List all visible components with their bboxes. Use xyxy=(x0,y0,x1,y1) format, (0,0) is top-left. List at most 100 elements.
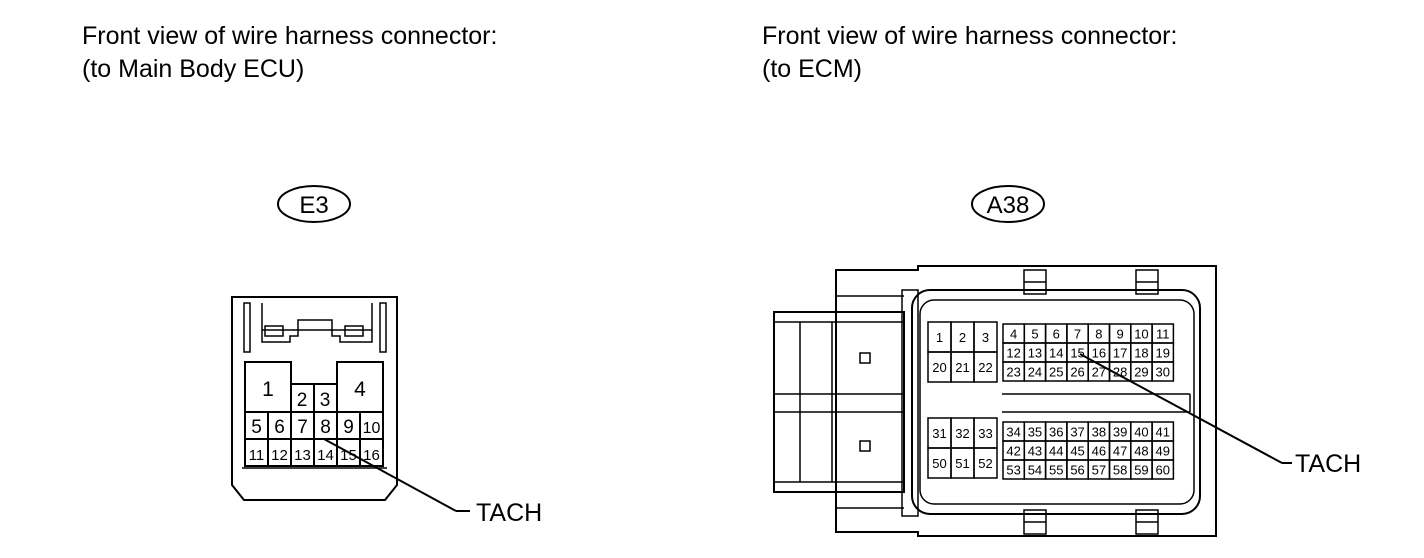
connector-e3 xyxy=(231,185,398,501)
pin-number: 20 xyxy=(932,360,946,375)
pin-number: 11 xyxy=(249,447,265,464)
pin-number: 12 xyxy=(1006,346,1020,361)
connector-code-label: E3 xyxy=(299,192,328,219)
rear-flange xyxy=(773,311,905,493)
callout-leader-line xyxy=(323,438,457,512)
pin-number: 17 xyxy=(1113,346,1127,361)
pin-number: 4 xyxy=(1010,327,1017,342)
pin-number: 57 xyxy=(1092,463,1106,478)
pin-cavity xyxy=(973,447,998,479)
callout-label-tach: TACH xyxy=(1295,450,1361,478)
pin-number: 4 xyxy=(354,378,366,401)
pin-number: 29 xyxy=(1134,365,1148,380)
pin-number: 28 xyxy=(1113,365,1127,380)
pin-number: 9 xyxy=(1117,327,1124,342)
pin-number: 33 xyxy=(978,426,992,441)
pin-number: 16 xyxy=(363,447,380,464)
pin-number: 6 xyxy=(1053,327,1060,342)
connector-a38 xyxy=(773,185,1217,537)
pin-number: 48 xyxy=(1134,444,1148,459)
pin-number: 22 xyxy=(978,360,992,375)
pin-number: 14 xyxy=(317,447,334,464)
pin-number: 31 xyxy=(932,426,946,441)
pin-number: 10 xyxy=(1134,327,1148,342)
pin-number: 3 xyxy=(320,390,331,411)
pin-number: 44 xyxy=(1049,444,1063,459)
pin-number: 54 xyxy=(1028,463,1042,478)
pin-number: 7 xyxy=(297,417,308,438)
pin-number: 19 xyxy=(1156,346,1170,361)
callout-label-tach: TACH xyxy=(476,499,542,527)
pin-number: 37 xyxy=(1070,425,1084,440)
pin-number: 43 xyxy=(1028,444,1042,459)
pin-number: 25 xyxy=(1049,365,1063,380)
pin-number: 23 xyxy=(1006,365,1020,380)
pin-number: 13 xyxy=(1028,346,1042,361)
pin-number: 46 xyxy=(1092,444,1106,459)
pin-number: 8 xyxy=(320,417,331,438)
pin-number: 5 xyxy=(251,417,262,438)
housing-latch xyxy=(379,302,387,353)
right-caption-title: Front view of wire harness connector: xyxy=(762,22,1178,50)
pin-number: 53 xyxy=(1006,463,1020,478)
pin-number: 56 xyxy=(1070,463,1084,478)
pin-number: 26 xyxy=(1070,365,1084,380)
pin-number: 50 xyxy=(932,456,946,471)
pin-number: 51 xyxy=(955,456,969,471)
left-caption: Front view of wire harness connector: (t… xyxy=(82,20,497,86)
pin-number: 27 xyxy=(1092,365,1106,380)
pin-number: 38 xyxy=(1092,425,1106,440)
pin-number: 7 xyxy=(1074,327,1081,342)
pin-cavity xyxy=(973,351,998,383)
pin-number: 10 xyxy=(363,420,381,437)
pin-number: 2 xyxy=(959,330,966,345)
pin-grid xyxy=(927,321,1175,480)
housing-latch xyxy=(243,302,251,353)
pin-number: 2 xyxy=(297,390,308,411)
pin-number: 47 xyxy=(1113,444,1127,459)
pin-number: 32 xyxy=(955,426,969,441)
pin-number: 5 xyxy=(1031,327,1038,342)
pin-number: 58 xyxy=(1113,463,1127,478)
connector-code-oval xyxy=(277,185,351,223)
left-caption-title: Front view of wire harness connector: xyxy=(82,22,498,50)
pin-number: 13 xyxy=(294,447,311,464)
connector-face xyxy=(919,299,1195,505)
pin-number: 39 xyxy=(1113,425,1127,440)
pin-number: 52 xyxy=(978,456,992,471)
pin-number: 34 xyxy=(1006,425,1020,440)
left-caption-subtitle: (to Main Body ECU) xyxy=(82,55,305,83)
pin-number: 15 xyxy=(340,447,357,464)
pin-number: 55 xyxy=(1049,463,1063,478)
pin-cavity xyxy=(1151,459,1175,480)
pin-number: 9 xyxy=(343,417,354,438)
pin-number: 49 xyxy=(1156,444,1170,459)
pin-number: 15 xyxy=(1070,346,1084,361)
connector-housing xyxy=(231,296,398,501)
center-rib xyxy=(773,393,905,413)
callout-leader-line xyxy=(1079,353,1283,464)
pin-number: 30 xyxy=(1156,365,1170,380)
pin-number: 60 xyxy=(1156,463,1170,478)
connector-code-label: A38 xyxy=(987,192,1030,219)
pin-number: 16 xyxy=(1092,346,1106,361)
pin-number: 24 xyxy=(1028,365,1042,380)
pin-number: 18 xyxy=(1134,346,1148,361)
side-rail xyxy=(901,289,919,517)
lock-slot xyxy=(264,325,284,337)
pin-number: 36 xyxy=(1049,425,1063,440)
latch-window xyxy=(859,352,871,364)
pin-number: 1 xyxy=(936,330,943,345)
lock-slot xyxy=(344,325,364,337)
latch-window xyxy=(859,440,871,452)
pin-number: 8 xyxy=(1095,327,1102,342)
pin-number: 11 xyxy=(1156,327,1170,342)
pin-number: 35 xyxy=(1028,425,1042,440)
right-caption: Front view of wire harness connector: (t… xyxy=(762,20,1177,86)
connector-housing xyxy=(835,265,1217,537)
pin-number: 59 xyxy=(1134,463,1148,478)
lock-guide xyxy=(261,303,373,331)
